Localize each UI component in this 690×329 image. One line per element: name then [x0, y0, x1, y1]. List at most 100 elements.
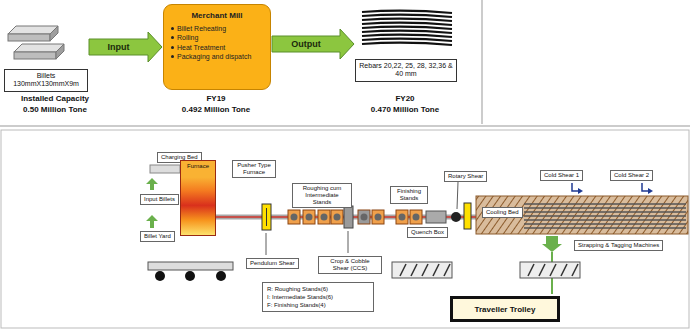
- bar: [524, 215, 686, 216]
- green-arrow: [146, 215, 158, 228]
- rebar: [362, 35, 452, 37]
- step-text: Packaging and dispatch: [170, 52, 264, 61]
- node-text: Finishing Stands: [394, 188, 424, 202]
- stand-roll: [306, 214, 313, 221]
- stand-roll: [321, 214, 328, 221]
- billet-end: [56, 44, 64, 59]
- rotary-shear: [451, 212, 461, 222]
- node-text: I: Intermediate Stands(6): [267, 293, 369, 301]
- blue-arrow-head: [578, 188, 583, 194]
- layout-panel: [1, 130, 689, 328]
- arrow-label: Output: [291, 39, 321, 49]
- trolley-box: Traveller Trolley: [450, 296, 560, 322]
- node-text: Rebars 20,22, 25, 28, 32,36 & 40 mm: [359, 62, 453, 80]
- rebar: [362, 15, 452, 17]
- capacity-value: 0.50 Million Tone: [5, 105, 105, 114]
- rebar: [362, 27, 452, 29]
- furnace-block: Furnace: [180, 160, 216, 236]
- green-arrow: [146, 178, 158, 190]
- part-label: Cold Shear 2: [610, 170, 653, 181]
- node-text: Traveller Trolley: [475, 305, 536, 314]
- rebar: [362, 31, 452, 33]
- period-label: Installed Capacity: [5, 94, 105, 103]
- bar: [524, 223, 686, 224]
- step-text: Billet Reheating: [170, 24, 264, 33]
- node-text: Pendulum Shear: [250, 260, 295, 267]
- bundle-icon: [520, 262, 580, 278]
- shear-blade: [266, 208, 267, 226]
- bundle-bar: [444, 264, 450, 276]
- stand-roll: [375, 214, 382, 221]
- mill-stand: [303, 210, 315, 224]
- part-label: Input Billets: [140, 194, 179, 205]
- product-box: Rebars 20,22, 25, 28, 32,36 & 40 mm: [355, 6, 457, 82]
- bundle-icon: [392, 262, 452, 278]
- stand-roll: [399, 214, 406, 221]
- node-text: Cold Shear 2: [614, 172, 649, 179]
- stand-key: R: Roughing Stands(6)I: Intermediate Sta…: [262, 282, 374, 312]
- node-text: R: Roughing Stands(6): [267, 285, 369, 293]
- bundle-bar: [433, 264, 439, 276]
- mill-stand: [410, 210, 422, 224]
- billet-face: [8, 34, 50, 41]
- mill-stand: [331, 210, 343, 224]
- node-text: Input Billets: [144, 196, 175, 203]
- rebar: [362, 19, 452, 21]
- part-label: Pusher Type Furnace: [232, 160, 276, 178]
- bundle-bar: [572, 264, 578, 276]
- bundle-bar: [539, 264, 545, 276]
- stand-roll: [361, 214, 368, 221]
- leader-line: [457, 182, 458, 209]
- node-text: Strapping & Tagging Machines: [578, 242, 659, 249]
- node-text: Billets: [8, 72, 84, 81]
- wheel: [155, 271, 165, 281]
- label-box: Rebars 20,22, 25, 28, 32,36 & 40 mm: [355, 59, 457, 83]
- panel-divider: [482, 0, 483, 124]
- step-text: Rolling: [170, 33, 264, 42]
- node-text: Pusher Type Furnace: [236, 162, 272, 176]
- billet-face: [14, 52, 56, 59]
- leader-line: [266, 233, 267, 255]
- node-text: 130mmX130mmX9m: [8, 80, 84, 89]
- period-label: FY20: [355, 94, 455, 103]
- rebar: [362, 43, 452, 45]
- stand-roll: [413, 214, 420, 221]
- period-label: FY19: [166, 94, 266, 103]
- node-text: F: Finishing Stands(4): [267, 301, 369, 309]
- rebar: [362, 39, 452, 41]
- bundle-bar: [422, 264, 428, 276]
- bar: [524, 203, 686, 204]
- bundle-bar: [411, 264, 417, 276]
- rebar-icon: [362, 11, 452, 45]
- bundle-bar: [550, 264, 556, 276]
- bar: [524, 227, 686, 228]
- bar: [524, 219, 686, 220]
- wagon-deck: [148, 262, 233, 270]
- wheel: [185, 271, 195, 281]
- billet-end: [50, 26, 58, 41]
- bar-bundle: [524, 204, 686, 228]
- mill-stands: [288, 210, 422, 224]
- step-text: Heat Treatment: [170, 43, 264, 52]
- capacity-value: 0.492 Million Tone: [166, 105, 266, 114]
- billet-icon: [8, 26, 64, 59]
- mill-stand: [372, 210, 384, 224]
- part-label: Strapping & Tagging Machines: [574, 240, 663, 251]
- blue-arrow-head: [648, 188, 653, 194]
- part-label: Rotary Shear: [444, 171, 487, 182]
- panel-divider: [0, 126, 690, 127]
- bundle-bar: [400, 264, 406, 276]
- part-label: Cold Shear 1: [540, 170, 583, 181]
- crop-cobble-shear: [344, 206, 353, 228]
- green-arrow: [542, 236, 562, 252]
- node-text: Roughing cum Intermediate Stands: [296, 185, 348, 206]
- node-text: Merchant Mill: [170, 11, 264, 21]
- leader-line: [348, 231, 349, 253]
- pendulum-shear: [262, 204, 271, 230]
- block-arrow: [272, 29, 354, 59]
- process-box: Merchant MillBillet ReheatingRollingHeat…: [163, 4, 271, 90]
- part-label: Crop & Cobble Shear (CCS): [318, 256, 382, 274]
